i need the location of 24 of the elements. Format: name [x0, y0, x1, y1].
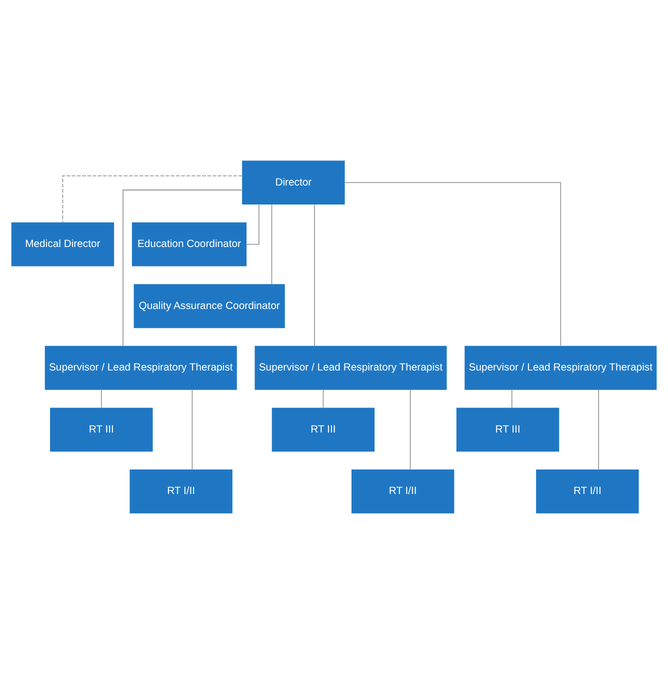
- connector: [314, 203, 315, 346]
- node-box: RT III: [456, 407, 560, 452]
- connector: [192, 388, 193, 470]
- connector: [322, 388, 324, 408]
- node-box: Supervisor / Lead Respiratory Therapist: [44, 345, 237, 390]
- connector: [344, 182, 562, 346]
- node-box: Supervisor / Lead Respiratory Therapist: [254, 345, 447, 390]
- connector: [62, 174, 243, 223]
- connector: [511, 388, 512, 408]
- node-box: Director: [242, 160, 345, 204]
- node-box: RT I/II: [352, 468, 454, 513]
- node-box: Supervisor / Lead Respiratory Therapist: [464, 345, 657, 390]
- node-box: Medical Director: [11, 222, 114, 266]
- node-box: RT I/II: [536, 468, 639, 513]
- node-box: RT III: [50, 407, 153, 452]
- node-box: Education Coordinator: [132, 222, 247, 266]
- node-box: RT III: [272, 407, 375, 452]
- connector: [410, 388, 411, 470]
- node-box: Quality Assurance Coordinator: [134, 284, 285, 328]
- node-box: RT I/II: [130, 468, 232, 513]
- connector: [100, 388, 102, 408]
- connector: [271, 203, 272, 284]
- connector: [598, 388, 600, 470]
- connector: [122, 189, 243, 346]
